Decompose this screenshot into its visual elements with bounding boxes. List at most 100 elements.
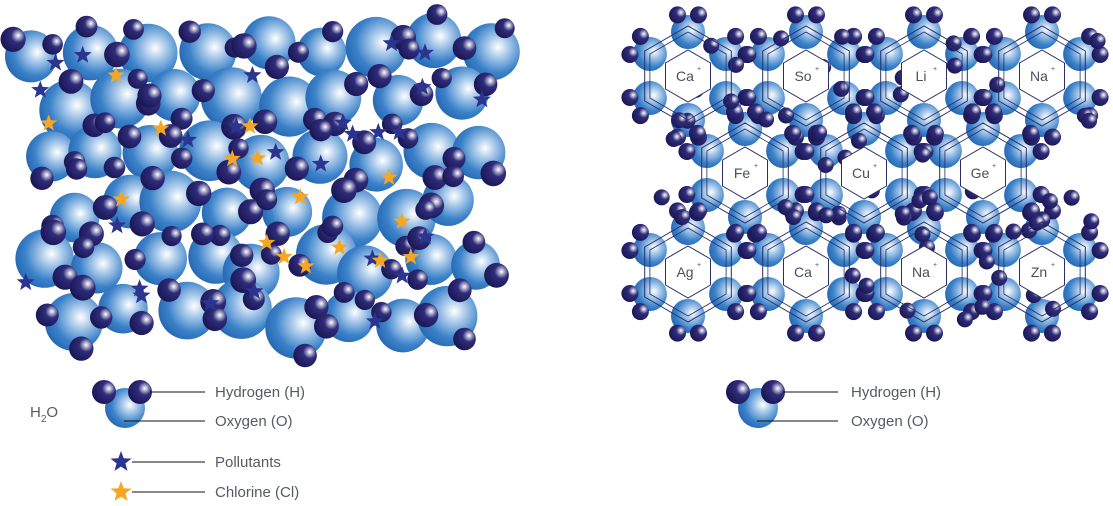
- hydrogen-atom: [631, 223, 649, 241]
- hydrogen-atom: [117, 124, 142, 149]
- hydrogen-atom: [40, 219, 67, 246]
- hydrogen-atom: [926, 124, 944, 142]
- hydrogen-atom: [946, 57, 963, 74]
- pollutant-star: [108, 216, 127, 234]
- ion-charge: +: [697, 262, 701, 269]
- hydrogen-atom: [129, 211, 155, 237]
- ion-label: Ca: [676, 68, 694, 84]
- pollutant-star: [416, 227, 435, 245]
- hydrogen-atom: [727, 223, 745, 241]
- hydrogen-atom: [631, 107, 649, 125]
- hydrogen-atom: [1044, 324, 1061, 342]
- hydrogen-atom: [749, 303, 767, 321]
- hydrogen-atom: [453, 327, 476, 351]
- hydrogen-atom: [0, 26, 26, 52]
- legend-molecule-icon-right: [726, 380, 785, 428]
- hydrogen-atom: [851, 132, 867, 149]
- pollutant-star: [382, 33, 401, 52]
- hydrogen-atom: [94, 112, 116, 134]
- hydrogen-atom: [1063, 189, 1080, 206]
- hydrogen-atom: [129, 310, 154, 336]
- hydrogen-atom: [30, 166, 54, 190]
- hydrogen-atom: [1032, 143, 1050, 160]
- hydrogen-atom: [867, 27, 885, 45]
- chlorine-star: [330, 238, 348, 255]
- hexagon-inner: [841, 146, 887, 200]
- hexagon-middle: [1003, 31, 1081, 121]
- hydrogen-atom: [1041, 193, 1058, 210]
- hydrogen-atom: [834, 28, 851, 45]
- hydrogen-atom: [674, 209, 691, 226]
- hexagon-outer: [998, 221, 1086, 323]
- hydrogen-atom: [92, 195, 118, 220]
- hydrogen-atom: [123, 19, 144, 40]
- hydrogen-atom: [1091, 285, 1109, 302]
- hydrogen-atom: [242, 288, 265, 311]
- hydrogen-atom: [352, 130, 377, 155]
- hydrogen-atom: [926, 6, 943, 24]
- oxygen-atom: [148, 69, 201, 122]
- pollutant-star: [393, 266, 412, 284]
- chlorine-star: [258, 233, 276, 250]
- pollutant-star: [132, 286, 151, 304]
- hydrogen-atom: [1091, 46, 1109, 63]
- hydrogen-atom: [35, 303, 59, 327]
- hydrogen-atom: [442, 146, 466, 170]
- hydrogen-atom: [964, 103, 981, 121]
- hydrogen-atom: [462, 230, 486, 254]
- chlorine-star: [152, 119, 170, 136]
- hydrogen-atom: [978, 253, 995, 270]
- h2o-formula: H2O: [30, 404, 58, 425]
- hexagon-inner: [1019, 49, 1065, 103]
- hydrogen-atom: [845, 103, 862, 121]
- hydrogen-atom: [905, 6, 922, 24]
- ion-charge: +: [933, 66, 937, 73]
- chlorine-star: [249, 149, 267, 166]
- chlorine-star: [402, 248, 420, 265]
- hydrogen-atom: [975, 46, 993, 63]
- hydrogen-atom: [728, 56, 744, 73]
- hydrogen-atom: [727, 27, 745, 45]
- hydrogen-atom: [749, 223, 767, 241]
- hydrogen-atom: [1044, 128, 1061, 146]
- hydrogen-atom: [690, 324, 707, 342]
- hydrogen-atom: [867, 223, 885, 241]
- hydrogen-atom: [811, 124, 828, 141]
- hydrogen-atom: [42, 34, 63, 55]
- hydrogen-atom: [926, 202, 943, 220]
- hexagon-middle: [649, 227, 727, 317]
- hydrogen-atom: [191, 222, 214, 246]
- hydrogen-atom: [314, 313, 339, 339]
- hydrogen-atom: [914, 146, 931, 163]
- hydrogen-atom: [749, 27, 767, 45]
- hydrogen-atom: [484, 262, 509, 288]
- chlorine-star: [291, 187, 309, 205]
- hydrogen-atom: [621, 89, 639, 106]
- hydrogen-atom: [787, 324, 804, 342]
- hydrogen-atom: [256, 189, 278, 211]
- chlorine-star: [241, 117, 259, 134]
- hydrogen-atom: [1023, 6, 1040, 24]
- hydrogen-atom: [127, 68, 148, 89]
- hydrogen-atom: [989, 76, 1006, 93]
- ion-label: Ca: [794, 264, 812, 280]
- hydrogen-atom: [442, 165, 465, 188]
- hydrogen-atom: [1044, 6, 1061, 24]
- ion-charge: +: [815, 66, 819, 73]
- hydrogen-atom: [191, 79, 215, 103]
- hydrogen-atom: [665, 131, 682, 147]
- pollutant-star: [472, 90, 491, 108]
- hydrogen-atom: [963, 223, 981, 241]
- hydrogen-atom: [304, 295, 329, 320]
- hydrogen-atom: [857, 89, 875, 106]
- pollutant-star: [343, 124, 362, 142]
- legend-right: Hydrogen (H) Oxygen (O): [726, 380, 941, 430]
- ion-label: Ge: [971, 165, 990, 181]
- ion-label: Fe: [734, 165, 751, 181]
- hydrogen-atom: [818, 207, 835, 224]
- chlorine-star: [223, 149, 241, 167]
- hydrogen-atom: [104, 41, 130, 68]
- hydrogen-atom: [857, 46, 875, 63]
- hydrogen-atom: [407, 269, 428, 290]
